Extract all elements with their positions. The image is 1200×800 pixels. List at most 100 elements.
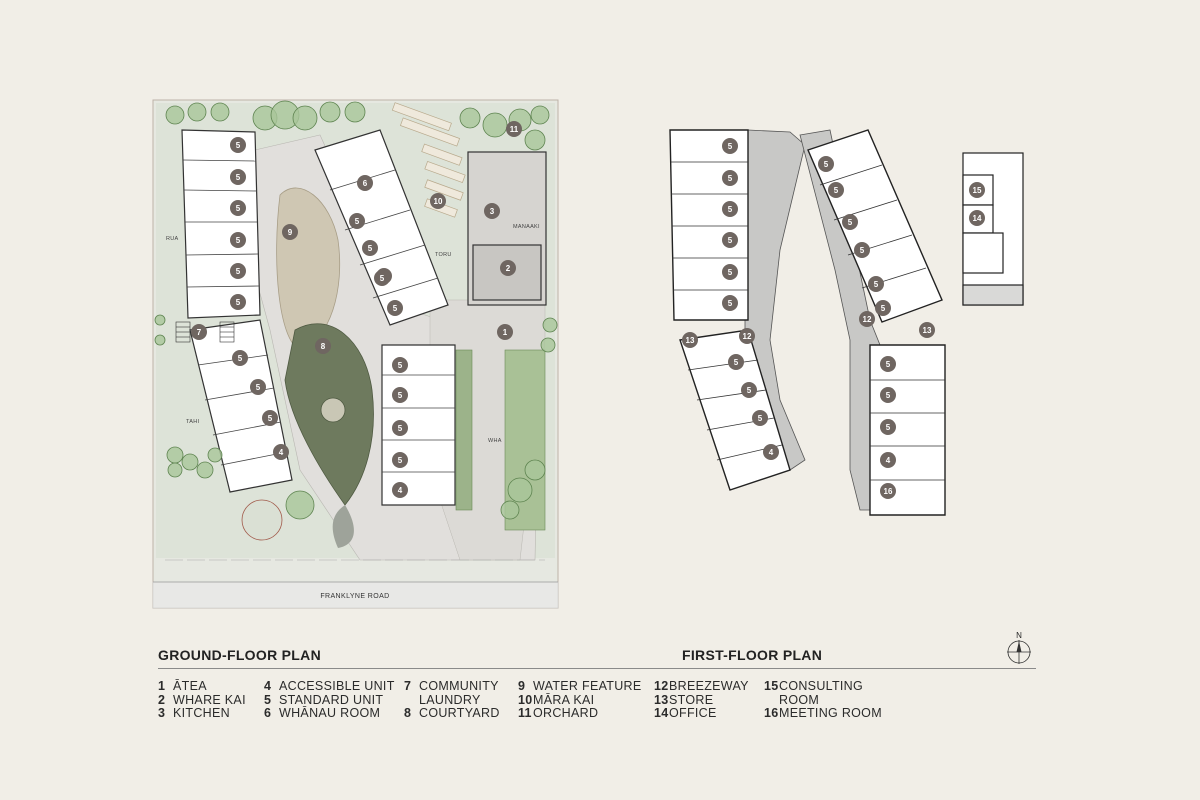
marker-number: 1 — [503, 328, 508, 337]
label-tahi: TAHI — [186, 419, 199, 425]
marker-badge — [880, 419, 896, 435]
legend-label: ORCHARD — [533, 706, 599, 720]
marker-number: 5 — [236, 173, 241, 182]
marker-number: 5 — [728, 174, 733, 183]
marker-badge — [722, 170, 738, 186]
label-rua: RUA — [166, 236, 179, 242]
marker-badge — [854, 242, 870, 258]
legend-number: 3 — [158, 706, 166, 720]
marker-number: 5 — [834, 186, 839, 195]
marker-badge — [919, 322, 935, 338]
legend-number: 15 — [764, 679, 779, 693]
marker-badge — [497, 324, 513, 340]
legend-number: 16 — [764, 706, 779, 720]
label-toru: TORU — [435, 252, 452, 258]
marker-badge — [392, 482, 408, 498]
marker-number: 5 — [886, 423, 891, 432]
marker-badge — [392, 387, 408, 403]
marker-badge — [374, 270, 390, 286]
legend-label: WHARE KAI — [173, 692, 246, 707]
marker-badge — [500, 260, 516, 276]
first-floor-title: FIRST-FLOOR PLAN — [682, 647, 823, 663]
marker-number: 5 — [734, 358, 739, 367]
ground-floor-plan: FRANKLYNE ROAD — [152, 99, 559, 609]
marker-number: 5 — [256, 383, 261, 392]
marker-number: 5 — [728, 205, 733, 214]
legend-number: 8 — [404, 706, 412, 720]
marker-badge — [349, 213, 365, 229]
marker-number: 4 — [886, 456, 891, 465]
legend-number: 7 — [404, 679, 412, 693]
legend-label: KITCHEN — [173, 706, 230, 720]
marker-number: 4 — [398, 486, 403, 495]
marker-badge — [818, 156, 834, 172]
marker-number: 12 — [863, 315, 872, 324]
marker-number: 8 — [321, 342, 326, 351]
marker-number: 5 — [236, 141, 241, 150]
fountain-ring — [320, 397, 346, 423]
legend-label: ACCESSIBLE UNIT — [279, 679, 395, 693]
legend-label: COURTYARD — [419, 706, 500, 720]
marker-number: 5 — [728, 142, 733, 151]
marker-badge — [250, 379, 266, 395]
marker-number: 4 — [279, 448, 284, 457]
legend-number: 4 — [264, 679, 272, 693]
marker-badge — [722, 232, 738, 248]
legend-label: MEETING ROOM — [779, 706, 882, 720]
legend-number: 14 — [654, 706, 669, 720]
legend-label: STORE — [669, 692, 714, 707]
legend-number: 10 — [518, 692, 533, 707]
marker-number: 5 — [398, 456, 403, 465]
marker-badge — [722, 201, 738, 217]
marker-badge — [880, 452, 896, 468]
label-wha: WHA — [488, 438, 502, 444]
marker-number: 9 — [288, 228, 293, 237]
marker-badge — [969, 182, 985, 198]
marker-badge — [859, 311, 875, 327]
marker-badge — [232, 350, 248, 366]
marker-number: 10 — [434, 197, 443, 206]
marker-number: 5 — [268, 414, 273, 423]
marker-number: 5 — [881, 304, 886, 313]
marker-badge — [875, 300, 891, 316]
marker-badge — [868, 276, 884, 292]
marker-number: 6 — [363, 179, 368, 188]
marker-badge — [880, 387, 896, 403]
legend-label: ĀTEA — [173, 679, 207, 693]
unit-partitions — [182, 159, 455, 473]
north-arrow-icon: N — [1007, 631, 1031, 664]
marker-badge — [392, 420, 408, 436]
marker-number: 5 — [393, 304, 398, 313]
legend-label: STANDARD UNIT — [279, 692, 384, 707]
marker-badge — [392, 452, 408, 468]
legend-number: 2 — [158, 692, 166, 707]
legend-item: 4 ACCESSIBLE UNIT — [264, 679, 395, 694]
legend-number: 6 — [264, 706, 272, 720]
marker-badge — [315, 338, 331, 354]
legend-item: 2 WHARE KAI — [158, 692, 246, 708]
marker-number: 5 — [238, 354, 243, 363]
marker-badge — [362, 240, 378, 256]
marker-number: 15 — [973, 186, 982, 195]
marker-number: 7 — [197, 328, 202, 337]
legend-label: WATER FEATURE — [533, 679, 642, 693]
marker-badge — [741, 382, 757, 398]
marker-number: 5 — [886, 391, 891, 400]
marker-badge — [191, 324, 207, 340]
road-label: FRANKLYNE ROAD — [320, 593, 389, 600]
marker-number: 5 — [728, 299, 733, 308]
marker-number: 5 — [355, 217, 360, 226]
marker-badge — [262, 410, 278, 426]
